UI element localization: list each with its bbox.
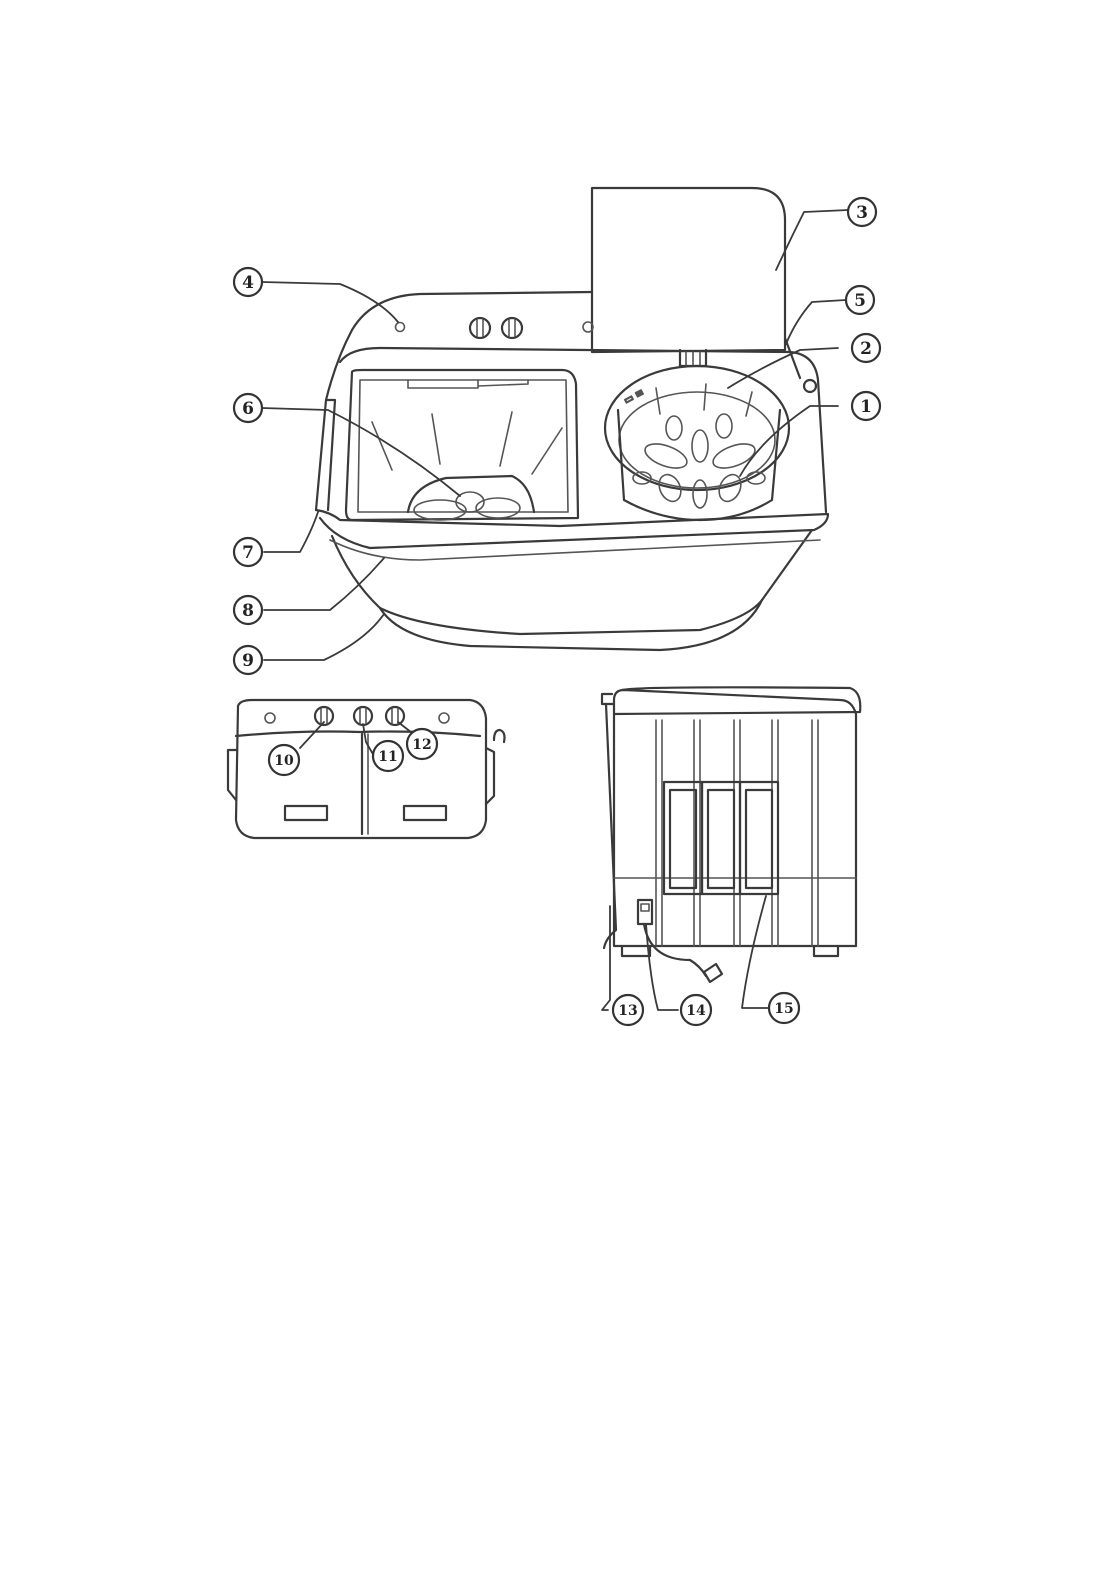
svg-text:13: 13 (618, 1003, 637, 1019)
control-panel (352, 292, 800, 378)
svg-text:3: 3 (856, 203, 868, 223)
callout-4: 4 (234, 268, 262, 296)
svg-text:6: 6 (242, 399, 254, 419)
svg-text:5: 5 (854, 291, 866, 311)
svg-text:12: 12 (412, 737, 431, 753)
spin-lid (592, 188, 785, 352)
callout-15: 15 (769, 993, 799, 1023)
indicator-light (396, 323, 405, 332)
callout-5: 5 (846, 286, 874, 314)
control-panel-view (228, 700, 505, 838)
panel-knobs (470, 318, 593, 338)
callout-8: 8 (234, 596, 262, 624)
callout-11: 11 (373, 741, 403, 771)
callout-7: 7 (234, 538, 262, 566)
brake-lever (804, 380, 816, 392)
spin-basket: ▭ ≡ (605, 350, 789, 520)
svg-text:14: 14 (686, 1003, 706, 1019)
callout-6: 6 (234, 394, 262, 422)
svg-text:1: 1 (860, 397, 872, 417)
knobs (315, 707, 404, 725)
callout-10: 10 (269, 745, 299, 775)
svg-text:15: 15 (774, 1001, 793, 1017)
callout-9: 9 (234, 646, 262, 674)
callout-2: 2 (852, 334, 880, 362)
svg-text:4: 4 (242, 273, 254, 293)
callout-1: 1 (852, 392, 880, 420)
callout-12: 12 (407, 729, 437, 759)
svg-text:2: 2 (860, 339, 872, 359)
front-body (316, 510, 828, 548)
callout-3: 3 (848, 198, 876, 226)
pulsator (408, 476, 534, 520)
svg-text:8: 8 (242, 601, 254, 621)
main-view: ▭ ≡ (316, 188, 828, 650)
back-view (602, 687, 860, 982)
callout-14: 14 (681, 995, 711, 1025)
svg-text:10: 10 (274, 753, 294, 769)
callouts: 1 2 3 4 5 6 7 8 (234, 198, 880, 1025)
svg-text:11: 11 (378, 749, 397, 765)
svg-text:7: 7 (242, 543, 254, 563)
leader-lines (262, 210, 848, 1010)
svg-text:9: 9 (242, 651, 254, 671)
callout-13: 13 (613, 995, 643, 1025)
